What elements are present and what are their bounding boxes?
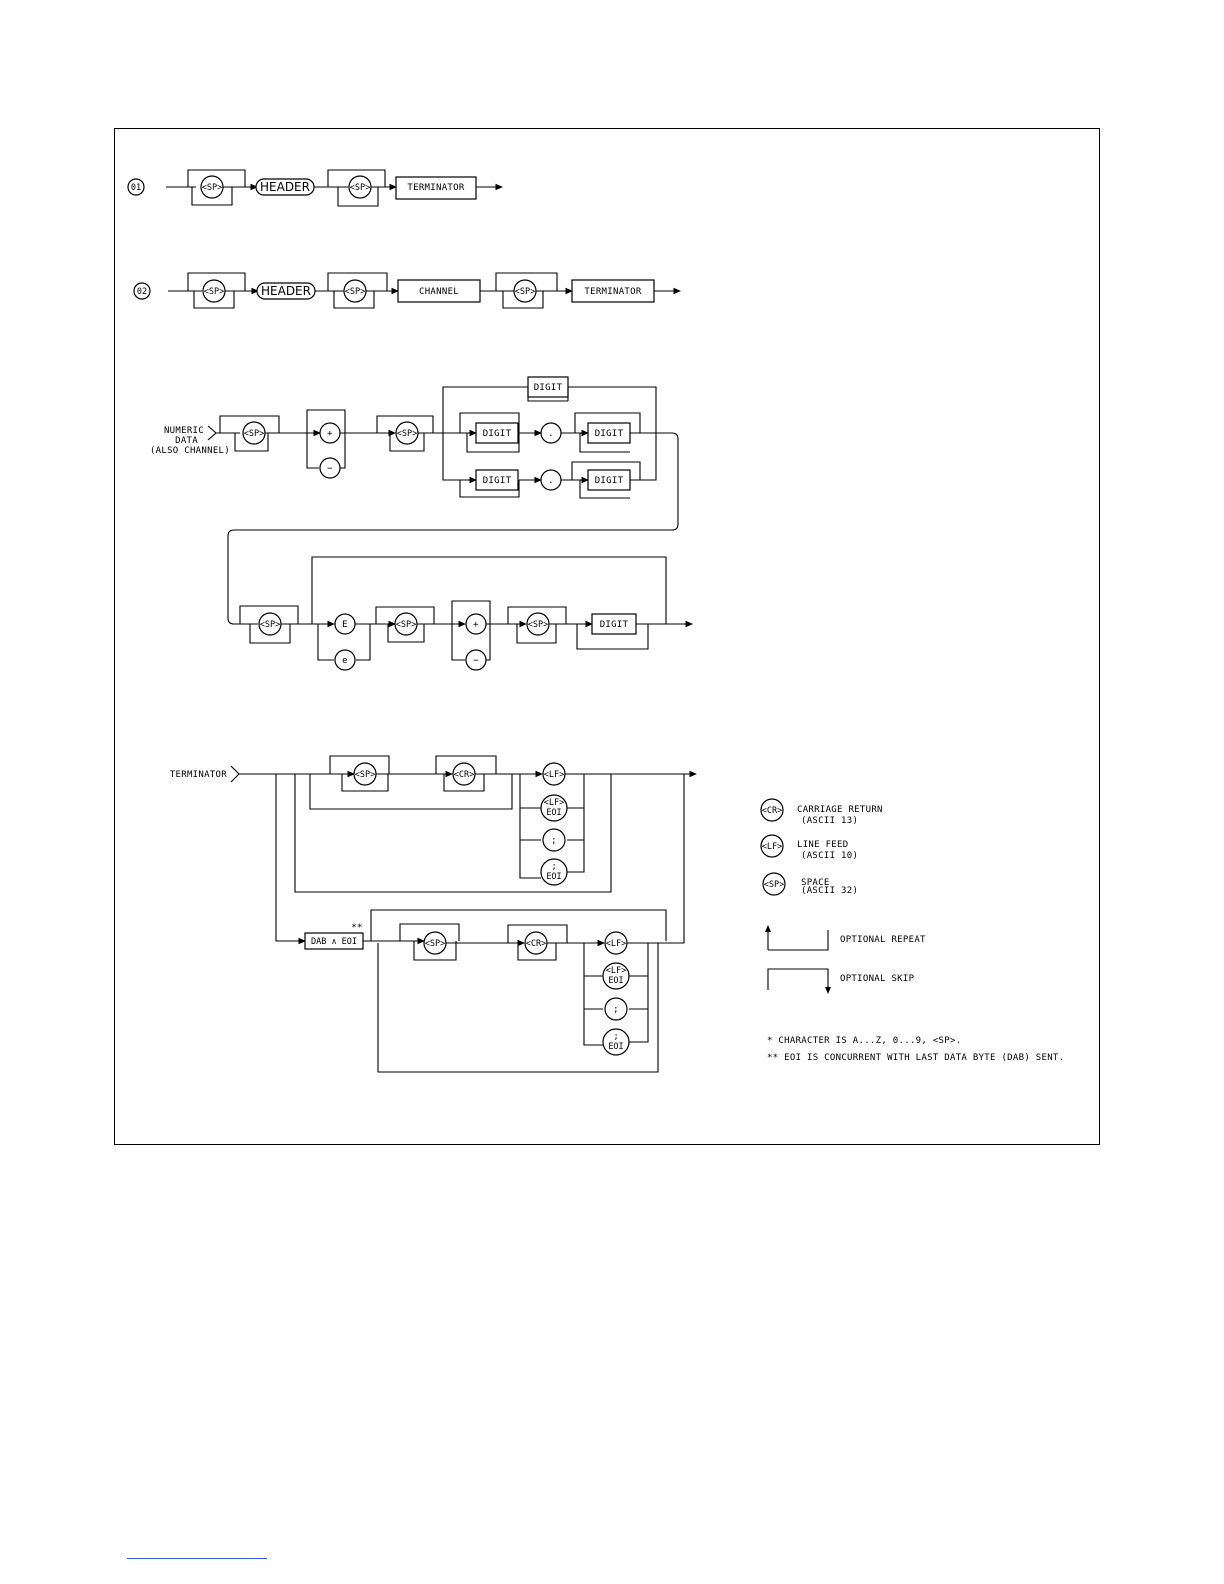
plus-label: + [473,620,479,630]
numeric-label-line1: NUMERIC [164,426,204,436]
diagram-01-label: 01 [131,183,141,193]
sp-label: <SP> [355,770,375,780]
diagram-01: 01 <SP> HEADER <SP> TERMINATOR [127,169,504,207]
legend-sp-circle [762,872,786,896]
digit-label: DIGIT [595,429,624,439]
semicolon-circle [542,828,566,852]
diagram-02-badge [133,282,151,300]
lf-label: <LF> [544,770,564,780]
sp-label: <SP> [202,183,222,193]
semicolon-eoi-circle [540,858,568,886]
digit-label: DIGIT [483,476,512,486]
lf-label: <LF> [606,966,626,976]
footer-rule [127,1558,267,1559]
optional-repeat-symbol [767,930,829,951]
eoi-label: EOI [546,808,561,818]
digit-label: DIGIT [600,620,629,630]
sp-label: <SP> [204,287,224,297]
terminator-diagram: TERMINATOR <SP> <CR> <LF> <LF> EOI ; ; E… [170,755,698,1073]
legend-lf-line2: (ASCII 10) [801,851,858,861]
dab-note: ** [351,923,362,933]
lf-label: <LF> [544,798,564,808]
sp-label: <SP> [345,287,365,297]
terminator-heading: TERMINATOR [170,770,227,780]
eoi-label: EOI [608,976,623,986]
header-label: HEADER [261,284,311,298]
diagram-01-badge [127,178,145,196]
legend-lf-circle [760,834,784,858]
minus-circle [319,457,341,479]
lf-eoi-circle [602,962,630,990]
optional-skip-symbol [767,968,829,990]
eoi-label: EOI [546,872,561,882]
legend-sp-line1: SPACE [801,878,830,888]
semicolon-label: ; [613,1005,619,1015]
header-label: HEADER [260,180,310,194]
digit-label: DIGIT [534,383,563,393]
sp-label: <SP> [397,429,417,439]
figure-frame [114,128,1100,1145]
legend-cr-circle [760,798,784,822]
minus-circle [465,649,487,671]
legend-lf-symbol: <LF> [762,842,782,852]
sp-label: <SP> [260,620,280,630]
minus-label: − [327,464,333,474]
legend-repeat: OPTIONAL REPEAT [840,935,926,945]
legend-note-2: ** EOI IS CONCURRENT WITH LAST DATA BYTE… [767,1053,1064,1063]
semicolon-label: ; [551,836,557,846]
lf-label: <LF> [606,939,626,949]
eoi-label: EOI [608,1042,623,1052]
cr-label: <CR> [526,939,546,949]
cr-label: <CR> [454,770,474,780]
semicolon-label: ; [551,862,556,872]
digit-box [475,469,519,491]
numeric-label-line2: DATA [175,436,198,446]
minus-label: − [473,656,479,666]
legend-note-1: * CHARACTER IS A...Z, 0...9, <SP>. [767,1036,961,1046]
digit-label: DIGIT [595,476,624,486]
legend-skip: OPTIONAL SKIP [840,974,915,984]
sp-label: <SP> [350,183,370,193]
dot-label: . [548,429,554,439]
terminator-label: TERMINATOR [584,287,641,297]
legend-cr-line2: (ASCII 13) [801,816,858,826]
dot-label: . [548,476,554,486]
terminator-label: TERMINATOR [407,183,464,193]
digit-box [475,422,519,444]
legend-cr-line1: CARRIAGE RETURN [797,805,883,815]
e-lower-label: e [342,656,348,666]
diagram-02-label: 02 [137,287,147,297]
entry-chevron [230,765,240,783]
sp-label: <SP> [515,287,535,297]
legend-sp-symbol: <SP> [764,880,784,890]
sp-label: <SP> [244,429,264,439]
legend-lf-line1: LINE FEED [797,840,848,850]
numeric-label-line3: (ALSO CHANNEL) [150,446,230,456]
plus-label: + [327,429,333,439]
channel-label: CHANNEL [419,287,459,297]
diagram-02: 02 <SP> HEADER <SP> CHANNEL <SP> TERMINA… [133,272,682,309]
sp-label: <SP> [425,939,445,949]
e-upper-label: E [342,620,348,630]
sp-label: <SP> [396,620,416,630]
digit-label: DIGIT [483,429,512,439]
numeric-data-diagram: NUMERIC DATA (ALSO CHANNEL) <SP> + − <SP… [150,376,694,671]
e-lower-circle [334,649,356,671]
legend-sp-line2: (ASCII 32) [801,886,858,896]
terminator-box [395,176,477,200]
dab-eoi-label: DAB ∧ EOI [311,937,357,947]
semicolon-circle [604,997,628,1021]
entry-chevron [207,425,217,441]
semicolon-eoi-circle [602,1028,630,1056]
lf-eoi-circle [540,794,568,822]
legend: <CR> CARRIAGE RETURN (ASCII 13) <LF> LIN… [760,798,1064,1063]
legend-cr-symbol: <CR> [762,806,782,816]
sp-label: <SP> [528,620,548,630]
semicolon-label: ; [613,1032,618,1042]
